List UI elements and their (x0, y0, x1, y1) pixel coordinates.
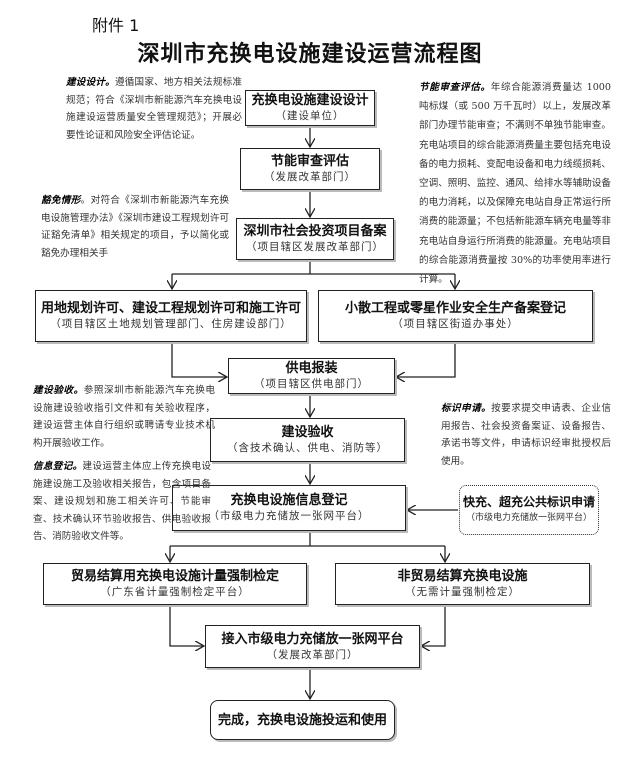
note-acceptance: 建设验收。参照深圳市新能源汽车充换电设施建设验收指引文件和有关验收程序，建设运营… (33, 382, 215, 452)
note-energy-review: 节能审查评估。年综合能源消费量达 1000 吨标煤（或 500 万千瓦时）以上，… (419, 78, 611, 289)
step-title: 小散工程或零星作业安全生产备案登记 (344, 301, 566, 316)
note-text: 。对符合《深圳市新能源汽车充换电设施管理办法》《深圳市建设工程规划许可证豁免清单… (41, 195, 230, 259)
page-title: 深圳市充换电设施建设运营流程图 (137, 41, 483, 67)
arrow-4-6 (171, 342, 227, 377)
step-public-label-application: 快充、超充公共标识申请 （市级电力充储放一张网平台） (459, 485, 599, 535)
step-title: 节能审查评估 (270, 154, 349, 169)
attachment-label: 附件 1 (92, 16, 140, 35)
step-small-works-filing: 小散工程或零星作业安全生产备案登记 （项目辖区街道办事处） (318, 290, 593, 342)
note-label: 标识申请。 (441, 403, 492, 414)
step-title: 充换电设施建设设计 (251, 93, 369, 108)
step-project-filing: 深圳市社会投资项目备案 （项目辖区发展改革部门） (236, 218, 394, 260)
note-info-registration: 信息登记。建设运营主体应上传充换电设施建设施工及验收相关报告，包含项目备案、建设… (33, 458, 211, 546)
step-title: 接入市级电力充储放一张网平台 (221, 631, 404, 647)
note-label: 豁免情形 (41, 195, 81, 206)
step-platform-access: 接入市级电力充储放一张网平台 （发展改革部门） (205, 625, 420, 668)
note-label: 信息登记。 (33, 461, 83, 472)
note-label: 建设验收。 (33, 385, 84, 396)
step-title: 供电报装 (285, 361, 338, 376)
step-dept: （项目辖区发展改革部门） (246, 241, 384, 253)
step-complete: 完成，充换电设施投运和使用 (210, 700, 395, 740)
step-dept: （项目辖区街道办事处） (392, 318, 519, 330)
step-info-registration: 充换电设施信息登记 （市级电力充储放一张网平台） (172, 485, 406, 531)
step-title: 建设验收 (281, 425, 334, 440)
step-trade-metering-verification: 贸易结算用充换电设施计量强制检定 （广东省计量强制检定平台） (43, 563, 307, 605)
note-exemption: 豁免情形。对符合《深圳市新能源汽车充换电设施管理办法》《深圳市建设工程规划许可证… (41, 192, 229, 262)
step-dept: （市级电力充储放一张网平台） (465, 513, 592, 523)
step-dept: （发展改革部门） (264, 171, 356, 183)
note-label-application: 标识申请。按要求提交申请表、企业信用报告、社会投资备案证、设备报告、承诺书等文件… (441, 400, 611, 470)
note-text: 年综合能源消费量达 1000 吨标煤（或 500 万千瓦时）以上，发展改革部门办… (419, 82, 612, 286)
step-planning-permits: 用地规划许可、建设工程规划许可和施工许可 （项目辖区土地规划管理部门、住房建设部… (35, 290, 307, 342)
step-dept: （建设单位） (275, 110, 345, 122)
step-dept: （广东省计量强制检定平台） (100, 586, 250, 598)
step-title: 用地规划许可、建设工程规划许可和施工许可 (40, 301, 301, 316)
step-non-trade-facility: 非贸易结算充换电设施 （无需计量强制检定） (335, 563, 590, 605)
step-dept: （发展改革部门） (266, 648, 359, 661)
step-dept: （市级电力充储放一张网平台） (208, 510, 370, 522)
note-text: 建设运营主体应上传充换电设施建设施工及验收相关报告，包含项目备案、建设规划和施工… (33, 461, 211, 542)
note-text: 按要求提交申请表、企业信用报告、社会投资备案证、设备报告、承诺书等文件，申请标识… (441, 403, 612, 467)
step-dept: （项目辖区供电部门） (254, 378, 369, 390)
note-construction-design: 建设设计。遵循国家、地方相关法规标准规范；符合《深圳市新能源汽车充换电设施建设运… (66, 74, 242, 144)
step-dept: （无需计量强制检定） (405, 586, 520, 598)
step-energy-review: 节能审查评估 （发展改革部门） (240, 148, 380, 190)
step-acceptance: 建设验收 （含技术确认、供电、消防等） (210, 418, 405, 462)
step-title: 完成，充换电设施投运和使用 (217, 712, 387, 728)
step-dept: （项目辖区土地规划管理部门、住房建设部门） (50, 318, 292, 330)
note-label: 节能审查评估。 (419, 82, 491, 93)
step-title: 快充、超充公共标识申请 (462, 495, 595, 509)
note-label: 建设设计。 (66, 77, 115, 88)
note-text: 参照深圳市新能源汽车充换电设施建设验收指引文件和有关验收程序，建设运营主体自行组… (33, 385, 216, 449)
step-title: 贸易结算用充换电设施计量强制检定 (70, 569, 279, 584)
step-title: 充换电设施信息登记 (230, 493, 348, 508)
step-dept: （含技术确认、供电、消防等） (227, 442, 388, 454)
step-power-application: 供电报装 （项目辖区供电部门） (228, 358, 395, 394)
step-title: 深圳市社会投资项目备案 (243, 224, 387, 239)
arrow-5-6 (396, 342, 456, 377)
arrow-11-12 (421, 605, 446, 646)
arrow-10-12 (169, 605, 204, 646)
step-title: 非贸易结算充换电设施 (397, 569, 528, 584)
note-text: 遵循国家、地方相关法规标准规范；符合《深圳市新能源汽车充换电设施建设运营质量安全… (66, 77, 243, 141)
step-construction-design: 充换电设施建设设计 （建设单位） (245, 90, 375, 126)
